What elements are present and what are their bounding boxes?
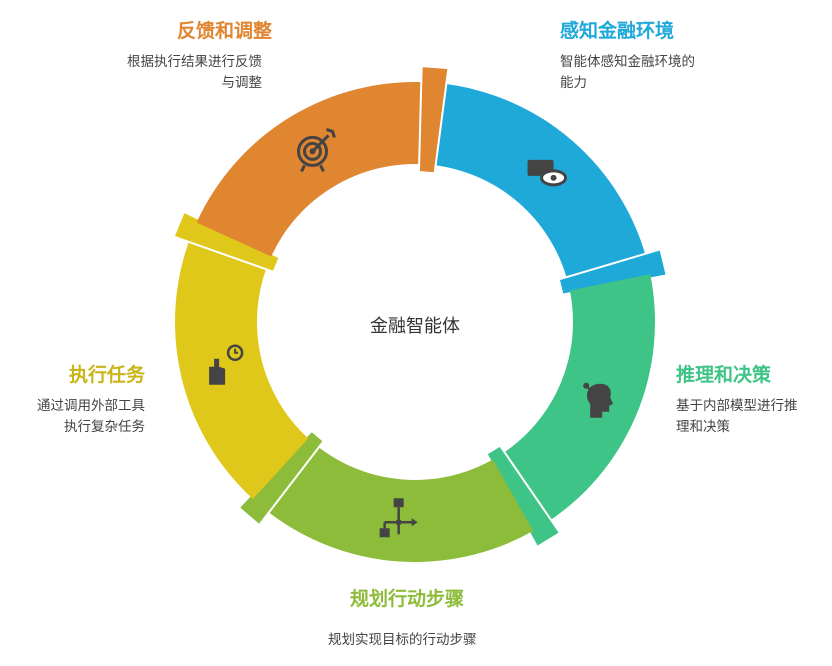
desc-line: 智能体感知金融环境的 [560, 54, 695, 70]
wallet-eye-icon [527, 159, 568, 187]
step-title-reason: 推理和决策 [676, 364, 772, 386]
step-desc-plan: 规划实现目标的行动步骤 [328, 630, 477, 651]
desc-line: 能力 [560, 75, 587, 91]
step-title-perceive: 感知金融环境 [560, 20, 675, 42]
desc-line: 根据执行结果进行反馈 [127, 54, 262, 70]
step-desc-feedback: 根据执行结果进行反馈 与调整 [0, 52, 262, 94]
desc-line: 规划实现目标的行动步骤 [328, 632, 477, 648]
segment-execute [174, 234, 309, 499]
center-label: 金融智能体 [370, 316, 460, 337]
step-desc-reason: 基于内部模型进行推 理和决策 [676, 396, 798, 438]
segment-connector [172, 210, 281, 274]
segment-connector [557, 248, 668, 296]
desc-line: 与调整 [221, 75, 263, 91]
segment-feedback [196, 81, 430, 257]
step-desc-execute: 通过调用外部工具 执行复杂任务 [0, 396, 145, 438]
segment-connector [417, 65, 450, 175]
step-title-feedback: 反馈和调整 [176, 20, 272, 42]
desc-line: 通过调用外部工具 [37, 398, 145, 414]
desc-line: 理和决策 [676, 419, 730, 435]
desc-line: 基于内部模型进行推 [676, 398, 798, 414]
desc-line: 执行复杂任务 [64, 419, 145, 435]
flowchart-icon [379, 498, 418, 538]
target-icon [297, 128, 336, 173]
segment-perceive [432, 83, 648, 283]
segment-connector [237, 429, 326, 527]
step-title-execute: 执行任务 [68, 364, 145, 386]
step-title-plan: 规划行动步骤 [350, 588, 465, 610]
segment-connector [485, 444, 562, 549]
hand-clock-icon [209, 344, 244, 385]
head-brain-icon [583, 382, 614, 418]
segment-reason [499, 274, 655, 525]
step-desc-perceive: 智能体感知金融环境的 能力 [560, 52, 695, 94]
